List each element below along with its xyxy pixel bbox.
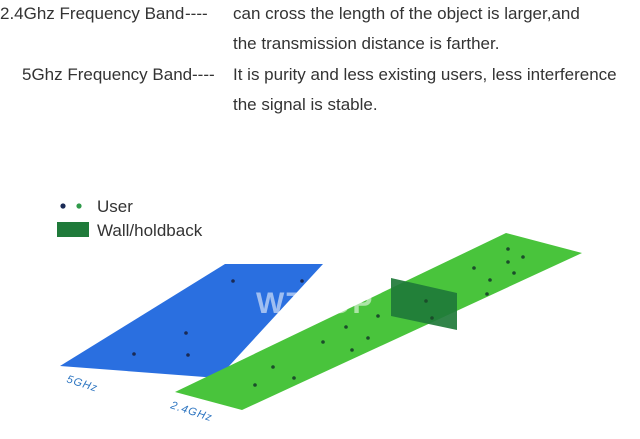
user-dot xyxy=(506,247,510,251)
band-5ghz-title: 5Ghz Frequency Band xyxy=(22,65,193,84)
user-dot xyxy=(376,314,380,318)
user-dot xyxy=(300,279,304,283)
user-dot xyxy=(506,260,510,264)
user-dot xyxy=(186,353,190,357)
legend-wall-swatch xyxy=(57,222,89,237)
band-5ghz-users xyxy=(132,279,304,357)
wall-holdback xyxy=(391,278,457,330)
user-dot xyxy=(231,279,235,283)
band-5ghz-dash: ---- xyxy=(192,65,215,84)
legend-user-label: User xyxy=(97,197,133,216)
legend-user-dot-blue xyxy=(60,203,66,209)
band-5ghz-description-2: the signal is stable. xyxy=(233,95,378,114)
band-24ghz-description-2: the transmission distance is farther. xyxy=(233,34,500,53)
band-24ghz-users xyxy=(253,247,525,387)
band-24ghz-description-1: can cross the length of the object is la… xyxy=(233,4,580,23)
user-dot xyxy=(512,271,516,275)
user-dot xyxy=(430,316,434,320)
legend-wall-label: Wall/holdback xyxy=(97,221,203,240)
band-5ghz-area xyxy=(60,264,323,378)
band-24ghz-label: 2.4GHz xyxy=(168,399,214,424)
band-24ghz-area xyxy=(175,233,582,410)
header-row-5ghz-cont: the signal is stable. xyxy=(0,91,640,119)
band-5ghz-label: 5GHz xyxy=(65,373,99,394)
legend-user-dot-green xyxy=(76,203,82,209)
user-dot xyxy=(366,336,370,340)
user-dot xyxy=(472,266,476,270)
user-dot xyxy=(321,340,325,344)
band-24ghz-dash: ---- xyxy=(185,4,208,23)
watermark-logo: WTXUP xyxy=(256,287,374,320)
header-row-2-4ghz: 2.4Ghz Frequency Band ---- can cross the… xyxy=(0,0,640,28)
band-5ghz-description-1: It is purity and less existing users, le… xyxy=(233,65,617,84)
band-24ghz-title: 2.4Ghz Frequency Band xyxy=(0,4,185,23)
user-dot xyxy=(488,278,492,282)
user-dot xyxy=(424,299,428,303)
user-dot xyxy=(132,352,136,356)
user-dot xyxy=(521,255,525,259)
header-row-5ghz: 5Ghz Frequency Band ---- It is purity an… xyxy=(0,61,640,89)
user-dot xyxy=(350,348,354,352)
user-dot xyxy=(344,325,348,329)
user-dot xyxy=(184,331,188,335)
user-dot xyxy=(271,365,275,369)
header-row-2-4ghz-cont: the transmission distance is farther. xyxy=(0,30,640,58)
legend: User Wall/holdback xyxy=(57,197,203,240)
user-dot xyxy=(292,376,296,380)
user-dot xyxy=(485,292,489,296)
user-dot xyxy=(253,383,257,387)
